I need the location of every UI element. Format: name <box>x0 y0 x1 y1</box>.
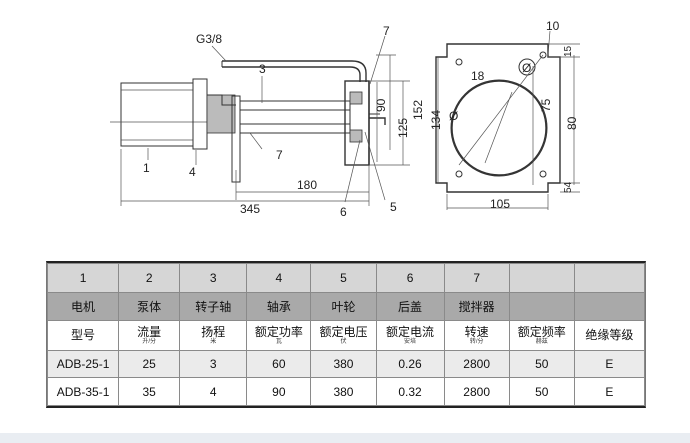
table-cell: 0.26 <box>375 350 445 378</box>
part-name-cell: 叶轮 <box>310 292 377 321</box>
dim-105: 105 <box>490 197 510 211</box>
bottom-band <box>0 433 690 443</box>
part-name-cell: 泵体 <box>118 292 181 321</box>
param-header-current: 额定电流安培 <box>375 320 445 351</box>
table-cell: ADB-25-1 <box>46 350 120 378</box>
param-header-power: 额定功率瓦 <box>246 320 312 351</box>
table-cell: 2800 <box>443 350 510 378</box>
param-header-frequency: 额定频率赫兹 <box>508 320 575 351</box>
pump-side-view: G3/8 3 7 7 1 4 180 345 6 5 90 125 152 <box>110 24 425 219</box>
callout-6: 6 <box>340 205 347 219</box>
param-header-insulation: 绝缘等级 <box>573 320 646 351</box>
param-header-speed: 转速转/分 <box>443 320 510 351</box>
part-number-cell <box>573 263 646 293</box>
spec-table: 1 2 3 4 5 6 7 电机 泵体 转子轴 轴承 叶轮 后盖 搅拌器 <box>46 261 646 408</box>
table-cell: 25 <box>118 350 181 378</box>
part-number-cell: 3 <box>179 263 248 293</box>
callout-7-mid: 7 <box>276 148 283 162</box>
param-header-head: 扬程米 <box>179 320 248 351</box>
param-header-model: 型号 <box>46 320 120 351</box>
dim-134: 134 <box>429 110 443 130</box>
table-cell: 380 <box>310 377 377 406</box>
part-name-row: 电机 泵体 转子轴 轴承 叶轮 后盖 搅拌器 <box>46 292 646 321</box>
param-header-voltage: 额定电压伏 <box>310 320 377 351</box>
table-row: ADB-35-1 35 4 90 380 0.32 2800 50 E <box>46 377 646 406</box>
technical-drawing: G3/8 3 7 7 1 4 180 345 6 5 90 125 152 Ø … <box>110 19 580 219</box>
table-cell: ADB-35-1 <box>46 377 120 406</box>
table-cell: 50 <box>508 350 575 378</box>
dim-80: 80 <box>565 116 579 130</box>
dim-90: 90 <box>374 98 388 112</box>
part-number-cell: 1 <box>46 263 120 293</box>
phi-symbol-top: Ø <box>522 61 531 75</box>
table-cell: 4 <box>179 377 248 406</box>
table-cell: E <box>573 377 646 406</box>
part-name-cell: 搅拌器 <box>443 292 510 321</box>
part-number-cell <box>508 263 575 293</box>
hole-18: 18 <box>471 69 485 83</box>
table-cell: 0.32 <box>375 377 445 406</box>
thread-label: G3/8 <box>196 32 222 46</box>
part-name-cell: 后盖 <box>375 292 445 321</box>
dim-125: 125 <box>396 118 410 138</box>
table-cell: 50 <box>508 377 575 406</box>
callout-5: 5 <box>390 200 397 214</box>
table-cell: 2800 <box>443 377 510 406</box>
table-cell: 90 <box>246 377 312 406</box>
part-name-cell <box>573 292 646 321</box>
table-cell: 380 <box>310 350 377 378</box>
dim-75: 75 <box>539 98 553 112</box>
part-name-cell <box>508 292 575 321</box>
dim-180: 180 <box>297 178 317 192</box>
part-name-cell: 轴承 <box>246 292 312 321</box>
part-number-cell: 5 <box>310 263 377 293</box>
table-cell: 60 <box>246 350 312 378</box>
table-cell: E <box>573 350 646 378</box>
callout-7-top: 7 <box>383 24 390 38</box>
part-number-cell: 7 <box>443 263 510 293</box>
callout-1: 1 <box>143 161 150 175</box>
phi-symbol-left: Ø <box>449 109 458 123</box>
part-number-cell: 2 <box>118 263 181 293</box>
part-number-row: 1 2 3 4 5 6 7 <box>46 263 646 293</box>
param-header-flow: 流量升/分 <box>118 320 181 351</box>
param-header-row: 型号 流量升/分 扬程米 额定功率瓦 额定电压伏 额定电流安培 转速转/分 额定… <box>46 320 646 351</box>
part-name-cell: 电机 <box>46 292 120 321</box>
callout-10: 10 <box>546 19 560 33</box>
callout-3: 3 <box>259 62 266 76</box>
table-cell: 35 <box>118 377 181 406</box>
pump-front-view: Ø Ø 10 18 134 75 80 105 15 54 <box>429 19 580 211</box>
part-number-cell: 6 <box>375 263 445 293</box>
callout-4: 4 <box>189 165 196 179</box>
part-number-cell: 4 <box>246 263 312 293</box>
part-name-cell: 转子轴 <box>179 292 248 321</box>
table-cell: 3 <box>179 350 248 378</box>
dim-152: 152 <box>411 100 425 120</box>
dim-15: 15 <box>563 45 574 57</box>
dim-54: 54 <box>563 181 574 193</box>
dim-345: 345 <box>240 202 260 216</box>
table-row: ADB-25-1 25 3 60 380 0.26 2800 50 E <box>46 350 646 378</box>
